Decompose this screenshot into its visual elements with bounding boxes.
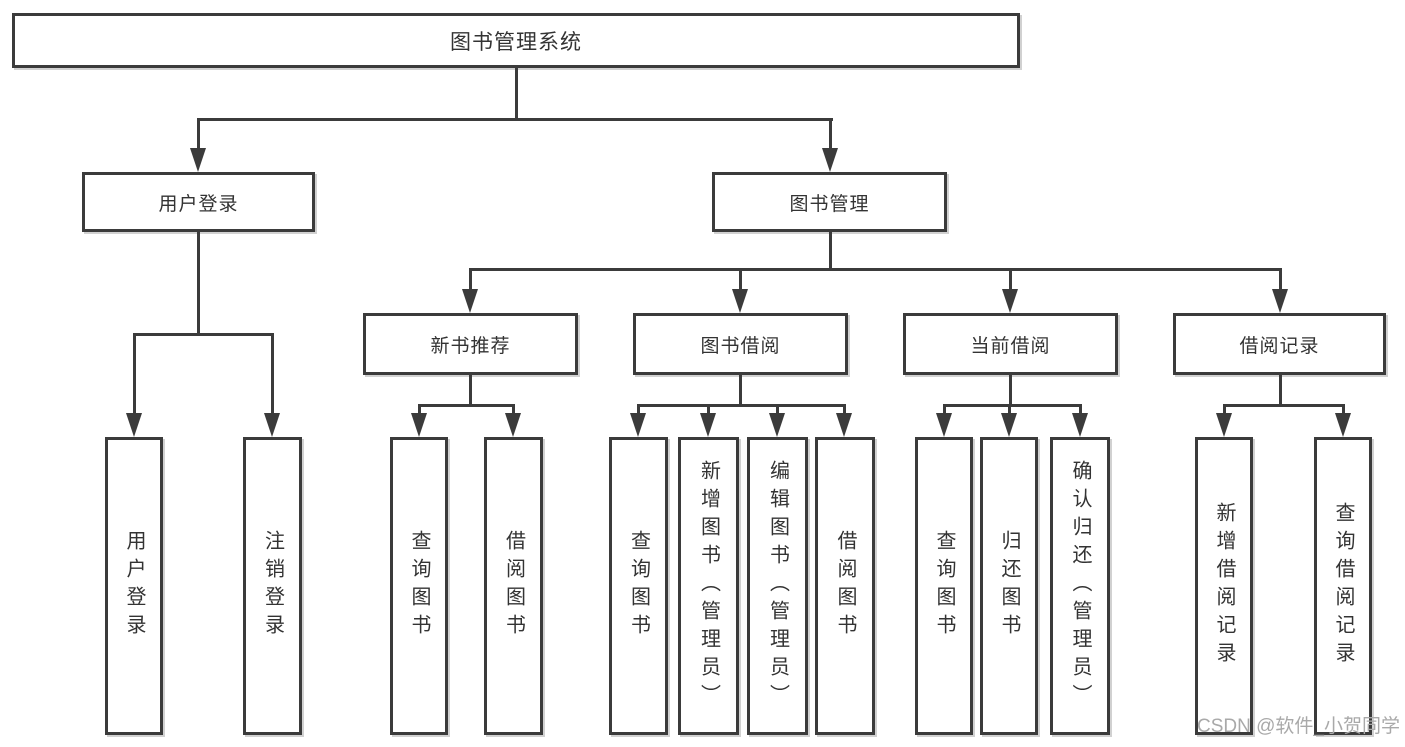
node-user-login: 用户登录 xyxy=(82,172,315,232)
node-borrowing-records: 借阅记录 xyxy=(1173,313,1386,375)
leaf-query-borrow-record: 查询借阅记录 xyxy=(1314,437,1372,735)
connector-line xyxy=(829,118,832,151)
leaf-user-login-label: 用户登录 xyxy=(123,530,145,642)
leaf-add-books-admin: 新增图书（管理员） xyxy=(678,437,739,735)
leaf-edit-books-admin: 编辑图书（管理员） xyxy=(747,437,808,735)
arrow-down-icon xyxy=(505,413,521,437)
connector-line xyxy=(1009,375,1012,407)
leaf-confirm-return-admin-label: 确认归还（管理员） xyxy=(1069,460,1091,712)
node-book-borrowing: 图书借阅 xyxy=(633,313,848,375)
connector-line xyxy=(1279,268,1282,292)
leaf-add-borrow-record-label: 新增借阅记录 xyxy=(1213,502,1235,670)
arrow-down-icon xyxy=(1072,413,1088,437)
connector-line xyxy=(197,118,200,151)
leaf-logout: 注销登录 xyxy=(243,437,302,735)
connector-line xyxy=(1342,404,1345,416)
node-library-management-system: 图书管理系统 xyxy=(12,13,1020,68)
connector-line xyxy=(133,333,274,336)
leaf-query-books-recommend: 查询图书 xyxy=(390,437,448,735)
node-borrowing-records-label: 借阅记录 xyxy=(1239,335,1320,357)
arrow-down-icon xyxy=(1335,413,1351,437)
arrow-down-icon xyxy=(936,413,952,437)
leaf-borrow-books-label: 借阅图书 xyxy=(834,530,856,642)
leaf-query-books-borrow-label: 查询图书 xyxy=(627,530,650,642)
connector-line xyxy=(1079,404,1082,416)
connector-line xyxy=(133,333,136,415)
node-current-borrowing: 当前借阅 xyxy=(903,313,1118,375)
arrow-down-icon xyxy=(264,413,280,437)
connector-line xyxy=(197,232,200,336)
leaf-query-borrow-record-label: 查询借阅记录 xyxy=(1332,502,1354,670)
leaf-confirm-return-admin: 确认归还（管理员） xyxy=(1050,437,1110,735)
connector-line xyxy=(637,404,846,407)
leaf-add-books-admin-label: 新增图书（管理员） xyxy=(697,460,720,712)
connector-line xyxy=(739,268,742,292)
leaf-return-books: 归还图书 xyxy=(980,437,1038,735)
connector-line xyxy=(418,404,515,407)
connector-line xyxy=(1223,404,1226,416)
connector-line xyxy=(512,404,515,416)
csdn-watermark: CSDN @软件_小贺同学 xyxy=(1197,716,1400,737)
arrow-down-icon xyxy=(769,413,785,437)
arrow-down-icon xyxy=(411,413,427,437)
connector-line xyxy=(943,404,1082,407)
connector-line xyxy=(469,375,472,407)
connector-line xyxy=(1008,404,1011,416)
connector-line xyxy=(776,404,779,416)
leaf-borrow-books-recommend: 借阅图书 xyxy=(484,437,543,735)
connector-line xyxy=(739,375,742,407)
arrow-down-icon xyxy=(190,148,206,172)
connector-line xyxy=(197,118,833,121)
connector-line xyxy=(1223,404,1345,407)
node-book-borrowing-label: 图书借阅 xyxy=(700,335,781,357)
leaf-return-books-label: 归还图书 xyxy=(998,530,1020,642)
node-new-book-recommendation: 新书推荐 xyxy=(363,313,578,375)
arrow-down-icon xyxy=(126,413,142,437)
leaf-query-books-recommend-label: 查询图书 xyxy=(408,530,430,642)
connector-line xyxy=(515,68,518,121)
leaf-query-books-borrow: 查询图书 xyxy=(609,437,668,735)
connector-line xyxy=(943,404,946,416)
connector-line xyxy=(1279,375,1282,407)
leaf-query-books-current-label: 查询图书 xyxy=(933,530,955,642)
node-book-management: 图书管理 xyxy=(712,172,947,232)
node-user-login-label: 用户登录 xyxy=(158,193,239,215)
arrow-down-icon xyxy=(1216,413,1232,437)
arrow-down-icon xyxy=(700,413,716,437)
arrow-down-icon xyxy=(732,289,748,313)
connector-line xyxy=(271,333,274,415)
leaf-logout-label: 注销登录 xyxy=(261,530,284,642)
connector-line xyxy=(843,404,846,416)
leaf-edit-books-admin-label: 编辑图书（管理员） xyxy=(766,460,789,712)
arrow-down-icon xyxy=(1002,289,1018,313)
arrow-down-icon xyxy=(836,413,852,437)
node-library-management-system-label: 图书管理系统 xyxy=(450,30,582,54)
connector-line xyxy=(707,404,710,416)
arrow-down-icon xyxy=(1272,289,1288,313)
arrow-down-icon xyxy=(462,289,478,313)
leaf-query-books-current: 查询图书 xyxy=(915,437,973,735)
arrow-down-icon xyxy=(1001,413,1017,437)
leaf-user-login: 用户登录 xyxy=(105,437,163,735)
leaf-add-borrow-record: 新增借阅记录 xyxy=(1195,437,1253,735)
connector-line xyxy=(829,232,832,271)
arrow-down-icon xyxy=(822,148,838,172)
connector-line xyxy=(1009,268,1012,292)
node-new-book-recommendation-label: 新书推荐 xyxy=(430,335,511,357)
connector-line xyxy=(418,404,421,416)
connector-line xyxy=(469,268,472,292)
arrow-down-icon xyxy=(630,413,646,437)
node-book-management-label: 图书管理 xyxy=(789,193,870,215)
connector-line xyxy=(469,268,1282,271)
leaf-borrow-books-recommend-label: 借阅图书 xyxy=(502,530,525,642)
node-current-borrowing-label: 当前借阅 xyxy=(970,335,1051,357)
connector-line xyxy=(637,404,640,416)
leaf-borrow-books: 借阅图书 xyxy=(815,437,875,735)
